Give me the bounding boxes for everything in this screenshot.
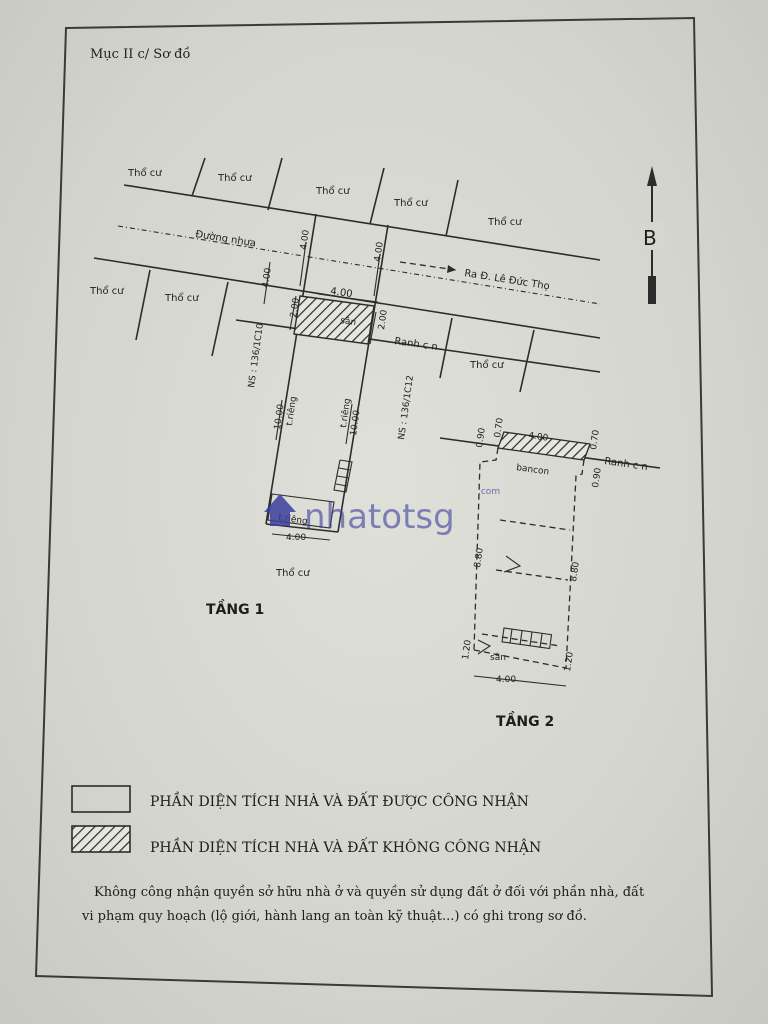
- label-ranh-cn-1: Ranh c n: [394, 336, 439, 353]
- dim-floor2-depth-left: 8.80: [473, 547, 486, 569]
- label-san-1: sân: [340, 316, 357, 328]
- watermark-house-icon: [264, 494, 296, 526]
- note-line-1: Không công nhận quyền sở hữu nhà ở và qu…: [94, 884, 645, 900]
- dim-yard-left: 2.00: [289, 297, 302, 319]
- label-tho-cu-6: Thổ cư: [89, 284, 124, 297]
- dim-road-left: 4.00: [299, 229, 312, 251]
- label-tho-cu-8: Thổ cư: [469, 358, 504, 371]
- legend-swatch-not-recognized: [71, 825, 131, 853]
- dim-rear-width: 4.00: [286, 533, 306, 543]
- label-tho-cu-9: Thổ cư: [275, 566, 310, 579]
- dim-balcony-width: 4.00: [528, 431, 550, 444]
- label-ra-duong: Ra Đ. Lê Đức Thọ: [464, 267, 551, 292]
- document-frame: [34, 16, 714, 998]
- label-t-rieng-1: t.riêng: [284, 396, 299, 427]
- dim-offset-right: 0.90: [591, 467, 604, 489]
- dim-floor2-depth-right: 8.80: [569, 561, 582, 583]
- north-arrow: B: [640, 166, 664, 304]
- dim-depth-right: 10.00: [349, 409, 363, 436]
- label-ns-left: NS : 136/1C10: [247, 323, 266, 389]
- label-tho-cu-1: Thổ cư: [127, 166, 162, 179]
- dim-yard-right: 2.00: [377, 309, 390, 331]
- label-san-2: sân: [490, 653, 506, 663]
- label-tho-cu-2: Thổ cư: [217, 171, 252, 184]
- hatched-yard-area: [293, 295, 375, 345]
- floor2-plan: 4.00 0.70 0.70 0.90 0.90 bancon Ranh c n…: [439, 417, 661, 687]
- label-ranh-cn-2: Ranh c n: [604, 456, 649, 473]
- dim-depth-left: 10.00: [273, 403, 287, 430]
- note-line-2: vi phạm quy hoạch (lộ giới, hành lang an…: [81, 908, 587, 924]
- watermark-suffix: .com: [478, 487, 500, 497]
- dim-lot-width-top: 4.00: [330, 286, 354, 300]
- section-title: Mục II c/ Sơ đồ: [90, 46, 190, 62]
- dim-balcony-left: 0.70: [493, 417, 506, 439]
- watermark-logo: nhatotsg .com: [264, 487, 500, 537]
- dim-balcony-right: 0.70: [589, 429, 602, 451]
- dim-yard2-left: 1.20: [461, 639, 474, 661]
- watermark-text: nhatotsg: [304, 497, 455, 537]
- label-bancon: bancon: [516, 463, 550, 478]
- legend-swatch-recognized: [71, 785, 131, 813]
- dim-road-far-left: 4.00: [261, 267, 274, 289]
- label-ns-right: NS : 136/1C12: [397, 375, 416, 441]
- label-tho-cu-3: Thổ cư: [315, 184, 350, 197]
- legend-recognized-text: PHẦN DIỆN TÍCH NHÀ VÀ ĐẤT ĐƯỢC CÔNG NHẬN: [150, 790, 529, 810]
- label-tho-cu-4: Thổ cư: [393, 196, 428, 209]
- dim-floor2-width: 4.00: [496, 675, 516, 685]
- legend: PHẦN DIỆN TÍCH NHÀ VÀ ĐẤT ĐƯỢC CÔNG NHẬN…: [71, 785, 541, 856]
- floor2-title: TẦNG 2: [496, 711, 554, 730]
- legend-not-recognized-text: PHẦN DIỆN TÍCH NHÀ VÀ ĐẤT KHÔNG CÔNG NHẬ…: [150, 836, 541, 856]
- label-tho-cu-5: Thổ cư: [487, 215, 522, 228]
- label-tho-cu-7: Thổ cư: [164, 291, 199, 304]
- north-label: B: [643, 226, 657, 250]
- stair-symbol: [333, 459, 353, 493]
- label-duong-nhua: Đường nhựa: [195, 228, 257, 249]
- dim-yard2-right: 1.20: [563, 651, 576, 673]
- label-t-rieng-2: t.riêng: [338, 398, 353, 429]
- dim-offset-left: 0.90: [475, 427, 488, 449]
- dim-road-right: 4.00: [373, 241, 386, 263]
- floor2-stair-symbol: [501, 627, 553, 650]
- floor1-title: TẦNG 1: [206, 599, 264, 618]
